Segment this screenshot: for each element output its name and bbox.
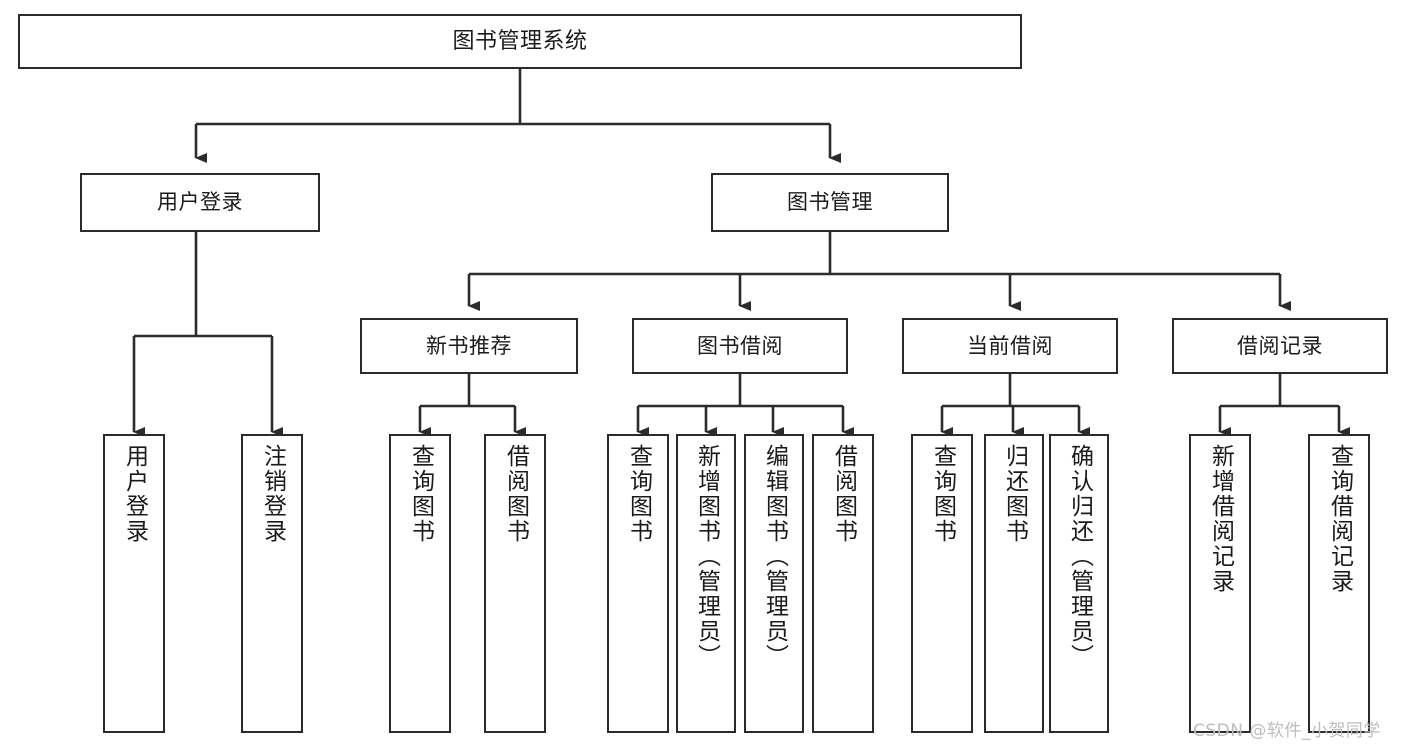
- node-label: 当前借阅: [967, 333, 1053, 358]
- leaf-book-borrow-query-book[interactable]: 查询图书: [607, 434, 669, 733]
- node-label: 图书借阅: [697, 333, 783, 358]
- node-user-login[interactable]: 用户登录: [80, 173, 320, 232]
- node-label: 查询图书: [929, 444, 956, 544]
- node-label: 用户登录: [157, 190, 243, 215]
- leaf-borrow-record-query-record[interactable]: 查询借阅记录: [1308, 434, 1370, 733]
- leaf-new-book-query-book[interactable]: 查询图书: [389, 434, 451, 733]
- node-label: 查询借阅记录: [1326, 444, 1353, 594]
- leaf-user-login-logout[interactable]: 注销登录: [241, 434, 303, 733]
- leaf-current-borrow-return-book[interactable]: 归还图书: [984, 434, 1044, 733]
- node-label: 新书推荐: [426, 333, 512, 358]
- node-label: 新增图书（管理员）: [693, 444, 720, 669]
- leaf-current-borrow-query-book[interactable]: 查询图书: [911, 434, 973, 733]
- node-current-borrow[interactable]: 当前借阅: [902, 318, 1118, 374]
- csdn-watermark: CSDN @软件_小贺同学: [1193, 721, 1381, 741]
- node-label: 借阅图书: [502, 444, 529, 544]
- node-label: 借阅图书: [830, 444, 857, 544]
- node-label: 确认归还（管理员）: [1066, 444, 1093, 669]
- leaf-current-borrow-confirm-return-admin[interactable]: 确认归还（管理员）: [1049, 434, 1109, 733]
- leaf-borrow-record-add-record[interactable]: 新增借阅记录: [1189, 434, 1251, 733]
- leaf-user-login-login[interactable]: 用户登录: [103, 434, 165, 733]
- leaf-new-book-borrow-book[interactable]: 借阅图书: [484, 434, 546, 733]
- leaf-book-borrow-edit-book-admin[interactable]: 编辑图书（管理员）: [744, 434, 804, 733]
- node-label: 查询图书: [625, 444, 652, 544]
- node-label: 编辑图书（管理员）: [761, 444, 788, 669]
- node-book-management[interactable]: 图书管理: [711, 173, 949, 232]
- node-book-borrow[interactable]: 图书借阅: [632, 318, 848, 374]
- node-label: 图书管理: [787, 190, 873, 215]
- node-label: 图书管理系统: [452, 28, 588, 54]
- node-label: 归还图书: [1001, 444, 1028, 544]
- node-new-book-recommend[interactable]: 新书推荐: [360, 318, 578, 374]
- leaf-book-borrow-borrow-book[interactable]: 借阅图书: [812, 434, 874, 733]
- node-label: 注销登录: [259, 444, 286, 544]
- node-label: 用户登录: [121, 444, 148, 544]
- node-label: 查询图书: [407, 444, 434, 544]
- node-label: 借阅记录: [1237, 333, 1323, 358]
- node-label: 新增借阅记录: [1207, 444, 1234, 594]
- node-root-book-management-system[interactable]: 图书管理系统: [18, 14, 1022, 69]
- node-borrow-record[interactable]: 借阅记录: [1172, 318, 1388, 374]
- leaf-book-borrow-add-book-admin[interactable]: 新增图书（管理员）: [676, 434, 736, 733]
